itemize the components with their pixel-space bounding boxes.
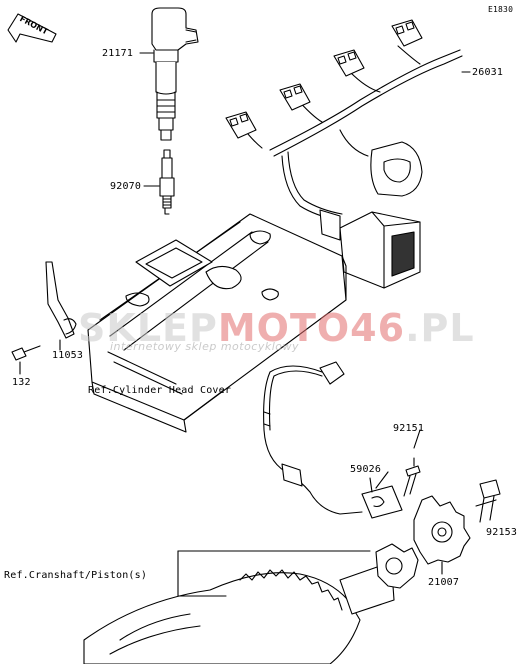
label-92070: 92070 — [110, 181, 142, 192]
watermark: SKLEPMOTO46.PL — [78, 306, 475, 350]
leader-lines — [183, 389, 497, 507]
crank-sensor — [263, 361, 403, 519]
label-26031: 26031 — [472, 67, 504, 78]
label-92151: 92151 — [393, 423, 425, 434]
label-92153: 92153 — [486, 527, 518, 538]
crankshaft — [83, 543, 419, 664]
spark-plug — [143, 149, 175, 215]
bolts — [403, 457, 501, 523]
label-21171: 21171 — [102, 48, 134, 59]
bracket-and-bolt — [11, 261, 77, 375]
label-132: 132 — [12, 377, 31, 388]
label-11053: 11053 — [52, 350, 84, 361]
timing-rotor — [413, 495, 471, 575]
front-arrow-icon — [7, 13, 57, 43]
label-ref-crankshaft: Ref.Cranshaft/Piston(s) — [4, 570, 148, 581]
watermark-subtitle: internetowy sklep motocyklowy — [110, 340, 300, 353]
cylinder-head-cover — [87, 213, 347, 433]
diagram-code: E1830 — [488, 5, 514, 14]
label-21007: 21007 — [428, 577, 460, 588]
wiring-harness — [225, 19, 471, 289]
label-59026: 59026 — [350, 464, 382, 475]
ignition-coil — [139, 7, 199, 141]
label-ref-head-cover: Ref.Cylinder Head Cover — [88, 385, 232, 396]
